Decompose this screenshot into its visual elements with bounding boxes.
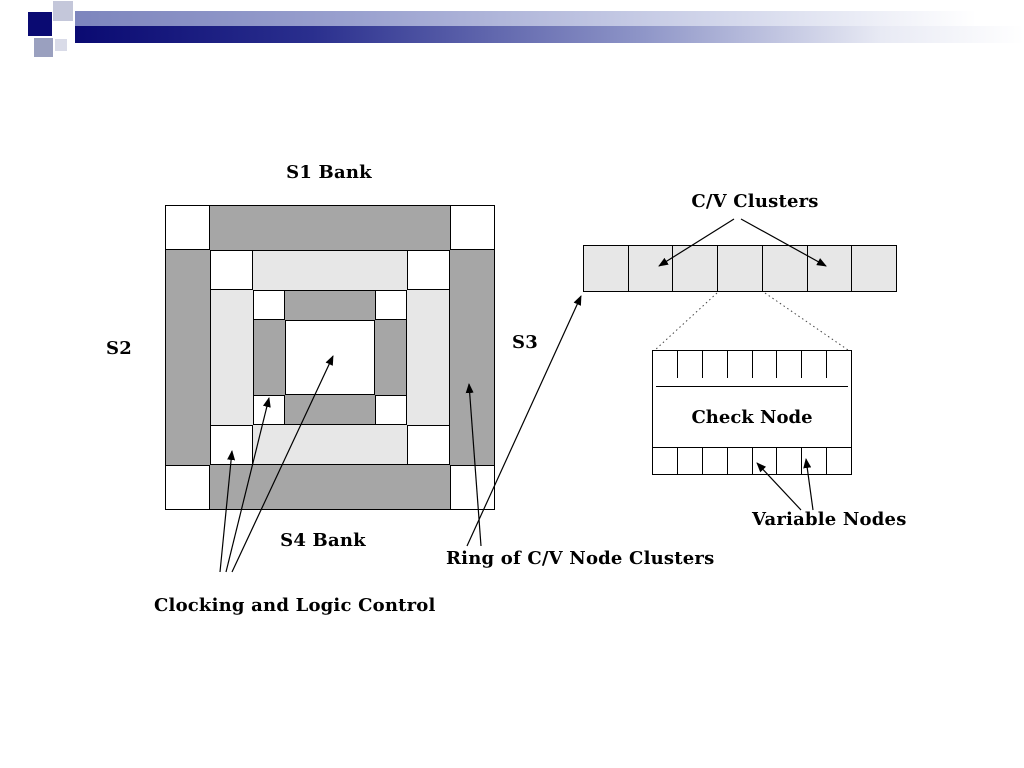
variable-nodes-label: Variable Nodes bbox=[752, 509, 907, 530]
decor-square-gray bbox=[34, 38, 53, 57]
strip-cell bbox=[676, 351, 702, 378]
middle-corner-top-right bbox=[407, 250, 450, 290]
middle-corner-bottom-right bbox=[407, 425, 450, 465]
inner-corner-top-left bbox=[253, 290, 285, 320]
cv-clusters-label: C/V Clusters bbox=[691, 191, 819, 212]
cv-clusters-row bbox=[583, 245, 897, 292]
strip-cell bbox=[751, 448, 777, 474]
decor-square-small bbox=[55, 39, 67, 51]
header-band-bottom bbox=[75, 26, 1024, 43]
detail-top-cells bbox=[653, 351, 851, 378]
strip-cell bbox=[826, 448, 851, 474]
inner-corner-bottom-right bbox=[375, 395, 407, 425]
decor-square-navy bbox=[28, 12, 52, 36]
inner-corner-top-right bbox=[375, 290, 407, 320]
strip-cell bbox=[826, 351, 851, 378]
cluster-cell bbox=[627, 246, 673, 291]
strip-cell bbox=[801, 351, 826, 378]
detail-divider-line bbox=[656, 386, 848, 387]
outer-corner-top-left bbox=[165, 205, 210, 250]
cluster-cell bbox=[672, 246, 717, 291]
decor-square-light bbox=[53, 1, 73, 21]
strip-cell bbox=[676, 448, 702, 474]
clocking-logic-control-label: Clocking and Logic Control bbox=[154, 595, 436, 616]
cluster-cell bbox=[717, 246, 762, 291]
inner-corner-bottom-left bbox=[253, 395, 285, 425]
cluster-cell bbox=[584, 246, 628, 291]
middle-corner-top-left bbox=[210, 250, 253, 290]
check-node-detail-box: Check Node bbox=[652, 350, 852, 475]
middle-corner-bottom-left bbox=[210, 425, 253, 465]
check-node-label: Check Node bbox=[691, 407, 813, 428]
strip-cell bbox=[726, 351, 752, 378]
ring-of-cv-clusters-label: Ring of C/V Node Clusters bbox=[446, 548, 715, 569]
strip-cell bbox=[776, 448, 801, 474]
zoom-cone-left bbox=[654, 292, 718, 351]
strip-cell bbox=[653, 448, 677, 474]
outer-corner-bottom-right bbox=[450, 465, 495, 510]
cluster-cell bbox=[761, 246, 807, 291]
s1-bank-label: S1 Bank bbox=[286, 162, 372, 183]
strip-cell bbox=[801, 448, 826, 474]
strip-cell bbox=[776, 351, 801, 378]
s2-label: S2 bbox=[106, 338, 132, 359]
detail-bottom-cells bbox=[653, 447, 851, 474]
strip-cell bbox=[726, 448, 752, 474]
outer-corner-bottom-left bbox=[165, 465, 210, 510]
header-band-top bbox=[75, 11, 1024, 26]
strip-cell bbox=[653, 351, 677, 378]
strip-cell bbox=[701, 351, 727, 378]
strip-cell bbox=[701, 448, 727, 474]
strip-cell bbox=[751, 351, 777, 378]
cluster-cell bbox=[851, 246, 896, 291]
s3-label: S3 bbox=[512, 332, 538, 353]
s4-bank-label: S4 Bank bbox=[280, 530, 366, 551]
center-block bbox=[285, 320, 375, 395]
zoom-cone-right bbox=[764, 292, 849, 351]
outer-corner-top-right bbox=[450, 205, 495, 250]
cluster-cell bbox=[806, 246, 852, 291]
